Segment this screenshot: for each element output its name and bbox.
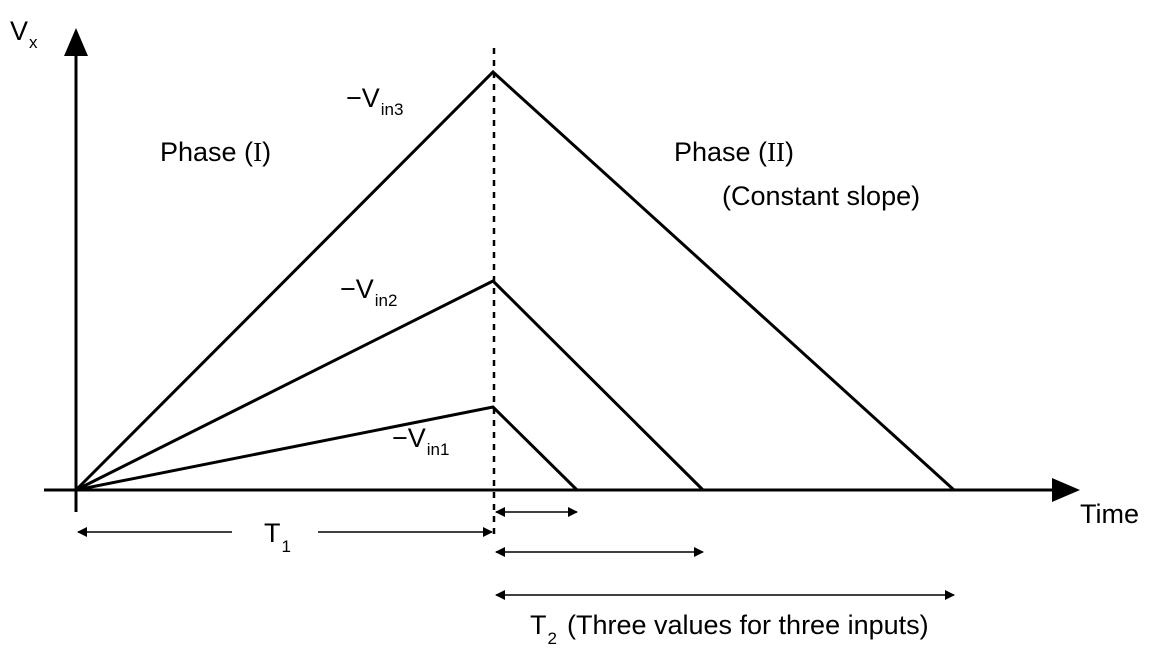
label-vin2: −Vin2 <box>340 274 397 310</box>
x-axis-label: Time <box>1080 499 1139 529</box>
y-axis-label: Vx <box>10 16 38 52</box>
t1-label: T1 <box>264 518 291 556</box>
ramp-vin3 <box>74 69 956 492</box>
label-vin1: −Vin1 <box>392 423 449 459</box>
y-axis-arrowhead <box>64 28 88 56</box>
phase2-label: Phase (II) <box>674 137 794 167</box>
phase1-label: Phase (I) <box>160 137 271 167</box>
phase2-note: (Constant slope) <box>722 181 920 211</box>
ramp-vin2 <box>75 279 705 492</box>
x-axis-arrowhead <box>1052 478 1080 502</box>
t2-label: T2(Three values for three inputs) <box>530 610 929 648</box>
label-vin3: −Vin3 <box>346 83 403 119</box>
ramp-vin1 <box>75 405 579 492</box>
